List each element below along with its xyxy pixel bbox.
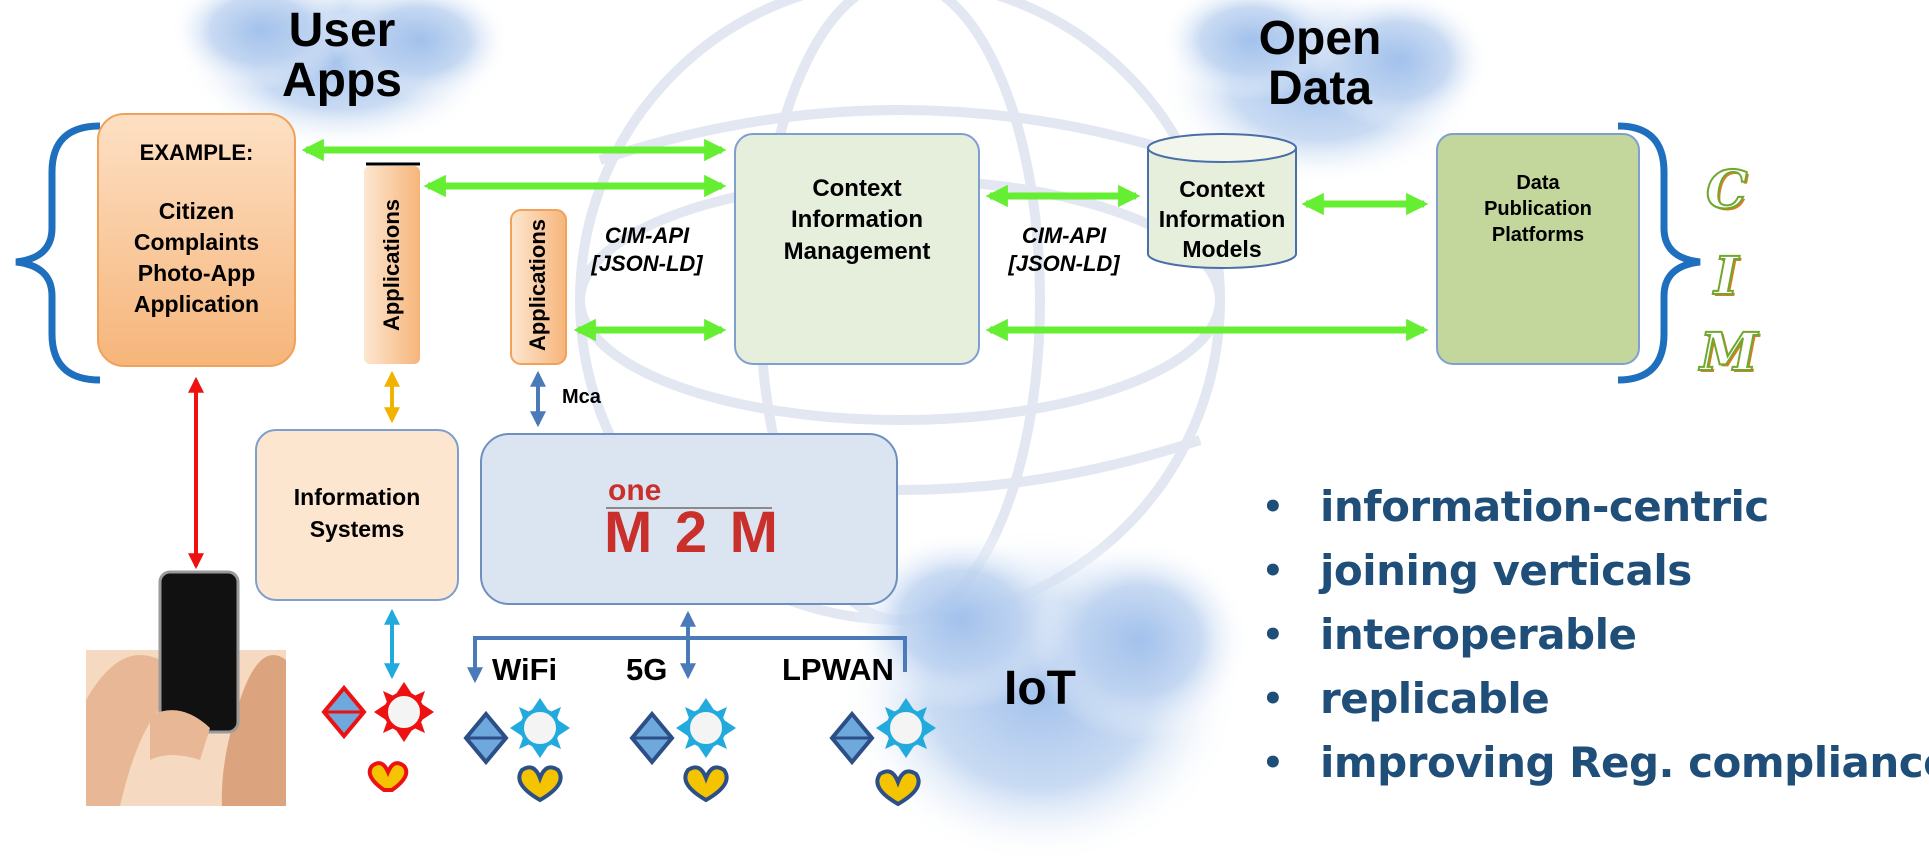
user-apps-cloud: [170, 0, 510, 150]
svg-text:M2M: M2M: [604, 500, 775, 565]
bullet-dot-icon: •: [1262, 615, 1284, 655]
user-apps-label: User Apps: [282, 4, 402, 108]
heart-sensor-icon: [517, 765, 563, 803]
bullet-item: •joining verticals: [1262, 539, 1929, 603]
green-arrows: [301, 138, 1429, 342]
sensor-cluster-wifi: [463, 698, 570, 803]
applications-label-1: Applications: [379, 199, 404, 332]
cim-letter-c: C: [1705, 159, 1748, 222]
5g-label: 5G: [626, 652, 668, 687]
applications-box-2-shape: [510, 209, 567, 365]
context-models-cylinder: [1147, 133, 1297, 269]
sensor-cluster-5g: [629, 698, 736, 803]
cim-letter-i: I: [1713, 245, 1739, 308]
heart-sensor-icon: [367, 761, 409, 792]
context-management-label: Context Information Management: [783, 175, 931, 265]
iot-label: IoT: [1004, 662, 1076, 715]
data-publication-label: Data Publication Platforms: [1484, 172, 1592, 246]
context-models-label: Context Information Models: [1158, 176, 1286, 262]
heart-sensor-icon: [875, 769, 921, 807]
heart-sensor-icon: [683, 765, 729, 803]
data-publication-shape: [1436, 133, 1640, 365]
lpwan-label: LPWAN: [782, 652, 894, 687]
sensor-cluster-red: [321, 682, 434, 792]
cim-api-label-2: CIM-API [JSON-LD]: [1008, 223, 1120, 276]
bullet-item: •information-centric: [1262, 475, 1929, 539]
smartphone-hand-photo: [86, 570, 286, 806]
information-systems-shape: [255, 429, 459, 601]
cim-letter-m: M: [1699, 321, 1759, 384]
open-data-label: Open Data: [1258, 12, 1382, 116]
applications-label-2: Applications: [525, 219, 550, 352]
bullet-dot-icon: •: [1262, 551, 1284, 591]
example-box: EXAMPLE: Citizen Complaints Photo-App Ap…: [98, 140, 295, 350]
example-body: Citizen Complaints Photo-App Application: [133, 198, 260, 318]
feature-bullet-list: •information-centric •joining verticals …: [1262, 475, 1929, 795]
mca-label: Mca: [562, 386, 601, 408]
bullet-dot-icon: •: [1262, 743, 1284, 783]
network-tree: [467, 610, 907, 684]
onem2m-box-shape: [480, 433, 898, 605]
wifi-label: WiFi: [492, 652, 558, 687]
bullet-dot-icon: •: [1262, 487, 1284, 527]
information-systems-label: Information Systems: [293, 483, 421, 542]
bullet-item: •interoperable: [1262, 603, 1929, 667]
applications-box-1-shape: [364, 166, 420, 364]
svg-text:one: one: [608, 474, 661, 507]
sensor-cluster-lpwan: [829, 698, 936, 807]
right-brace-icon: [1617, 122, 1701, 384]
example-box-shape: [97, 113, 296, 367]
bullet-item: •replicable: [1262, 667, 1929, 731]
context-management-shape: [734, 133, 980, 365]
onem2m-logo: one M2M: [604, 474, 779, 565]
left-brace-icon: [15, 122, 101, 384]
bullet-dot-icon: •: [1262, 679, 1284, 719]
bullet-item: •improving Reg. compliance: [1262, 731, 1929, 795]
example-heading: EXAMPLE:: [139, 140, 254, 165]
cim-api-label-1: CIM-API [JSON-LD]: [591, 223, 703, 276]
